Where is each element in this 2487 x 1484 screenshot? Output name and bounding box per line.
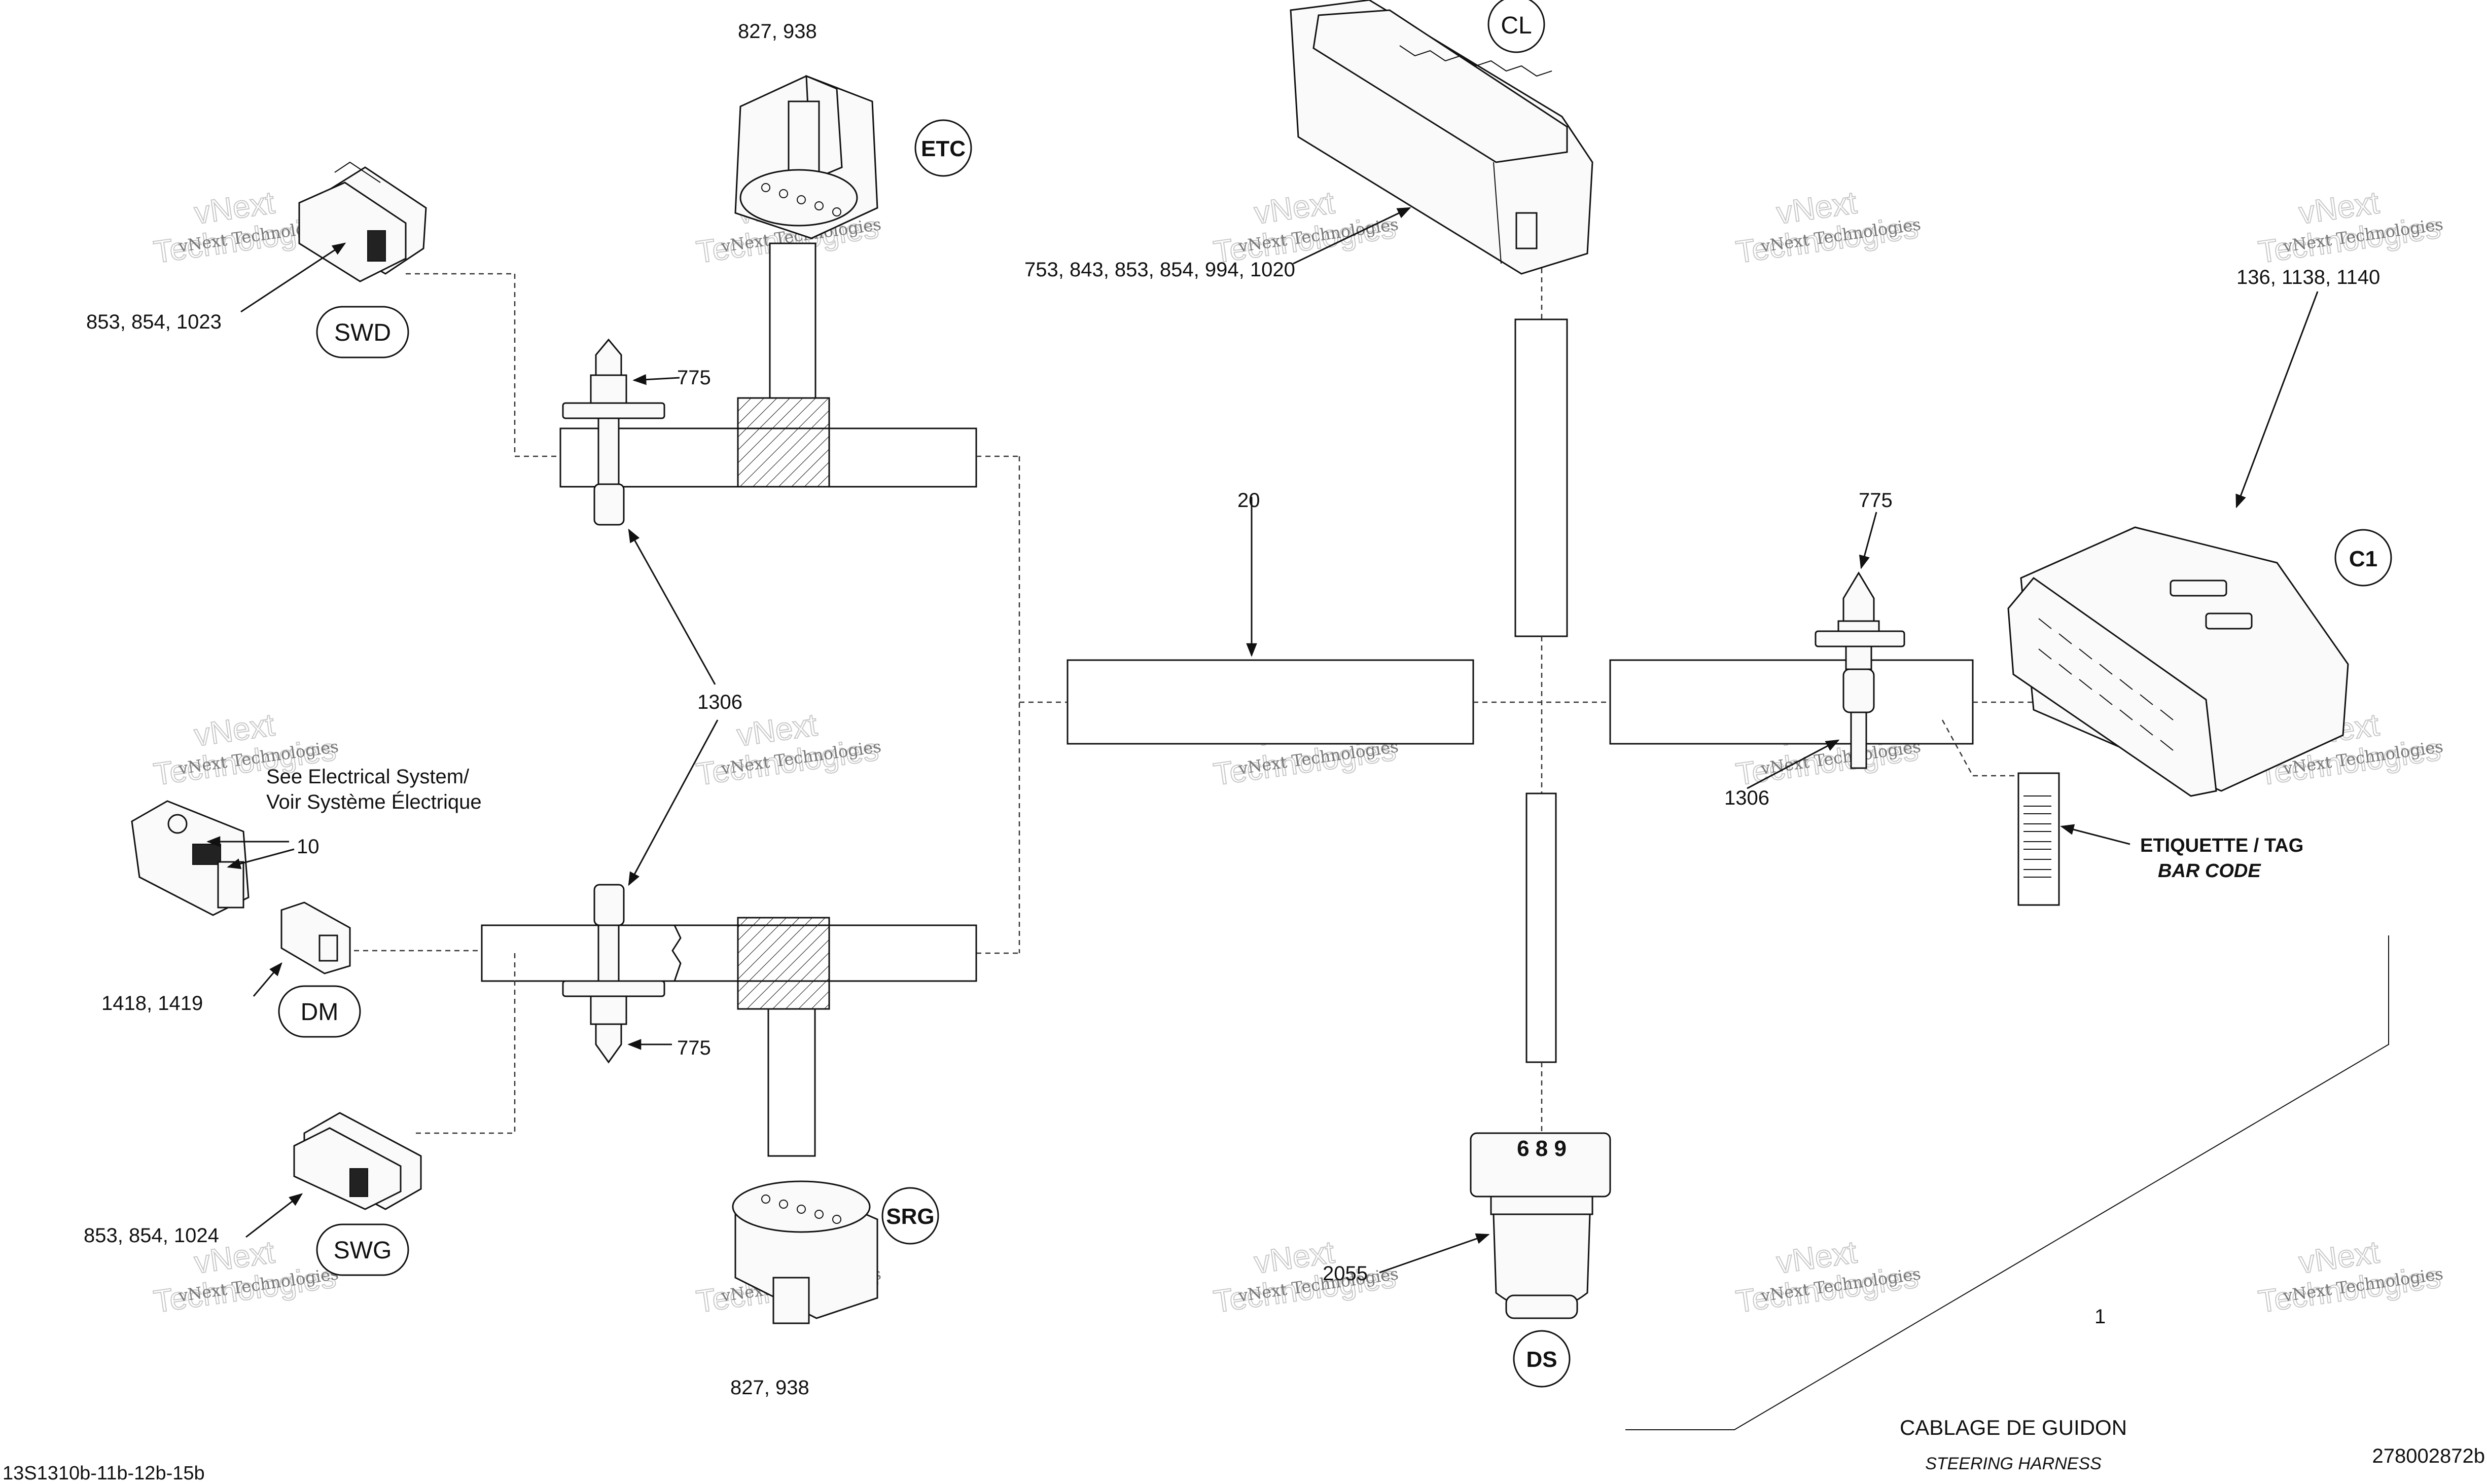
- center-harness: [1019, 241, 2059, 1133]
- watermark: vNext Technologies vNext Technologies: [2256, 1234, 2444, 1320]
- etc-connector-drawing: [734, 75, 878, 239]
- svg-text:C1: C1: [2349, 547, 2377, 571]
- watermark: vNext Technologies vNext Technologies: [1733, 185, 1922, 270]
- badge-ds: DS: [1513, 1330, 1571, 1388]
- sensor-drawing: [131, 800, 250, 916]
- watermark: vNext Technologies vNext Technologies: [1211, 185, 1400, 270]
- callout-clip-right: 775: [1859, 489, 1893, 512]
- callout-sensor-part: 10: [297, 836, 319, 858]
- swd-connector-drawing: [298, 161, 427, 282]
- title-block: CABLAGE DE GUIDON STEERING HARNESS: [1900, 1416, 2127, 1473]
- footer-left-code: 13S1310b-11b-12b-15b: [3, 1463, 205, 1484]
- svg-text:ETC: ETC: [921, 136, 966, 161]
- harness-center-segment: [1067, 659, 1474, 745]
- badge-swd: SWD: [316, 306, 409, 358]
- swg-connector-drawing: [293, 1112, 422, 1210]
- harness-vertical-upper: [1514, 318, 1568, 637]
- callout-cl-parts: 753, 843, 853, 854, 994, 1020: [1024, 259, 1295, 281]
- callout-dm-parts: 1418, 1419: [101, 992, 203, 1015]
- lower-left-tube: [481, 924, 977, 982]
- callout-ds-parts: 2055: [1323, 1262, 1368, 1285]
- callout-clip-upper: 775: [677, 367, 711, 389]
- clip-right: [1815, 571, 1905, 769]
- badge-c1: C1: [2334, 529, 2392, 587]
- srg-connector-drawing: [732, 1180, 878, 1324]
- callout-clip-lower: 775: [677, 1037, 711, 1059]
- svg-text:SRG: SRG: [886, 1204, 934, 1229]
- callout-harness-center: 20: [1237, 489, 1260, 512]
- svg-text:SWG: SWG: [334, 1237, 392, 1264]
- cl-connector-drawing: [1290, 0, 1593, 275]
- callout-barcode: BAR CODE: [2158, 860, 2261, 882]
- c1-connector-drawing: [2007, 526, 2349, 797]
- callout-tie-left: 1306: [697, 691, 742, 713]
- barcode-tag: [1941, 719, 2060, 906]
- badge-etc: ETC: [914, 119, 972, 177]
- svg-text:DS: DS: [1526, 1347, 1557, 1372]
- callout-swd-parts: 853, 854, 1023: [86, 311, 222, 333]
- harness-vertical-lower: [1525, 792, 1557, 1063]
- upper-junction-block: [737, 397, 830, 488]
- callout-labels: 827, 938 853, 854, 1023 775 753, 843, 85…: [84, 20, 2380, 1399]
- callout-voir-electrique: Voir Système Électrique: [266, 790, 482, 813]
- badge-dm: DM: [278, 985, 361, 1038]
- svg-text:DM: DM: [301, 999, 339, 1026]
- watermark-group: vNext Technologies vNext Technologies vN…: [151, 185, 2444, 1320]
- title-english: STEERING HARNESS: [1925, 1454, 2102, 1473]
- callout-harness-item: 1: [2094, 1306, 2106, 1328]
- tag-label: [2017, 772, 2060, 906]
- callout-tag: ETIQUETTE / TAG: [2140, 835, 2303, 856]
- watermark: vNext Technologies vNext Technologies: [2256, 185, 2444, 270]
- badge-swg: SWG: [316, 1223, 409, 1276]
- callout-tie-right: 1306: [1724, 787, 1769, 809]
- clip-lower-left: [562, 884, 665, 1064]
- callout-ds-pins: 6 8 9: [1517, 1136, 1567, 1161]
- left-harness: [345, 242, 1020, 1157]
- callout-see-electrical: See Electrical System/: [266, 766, 470, 788]
- lower-junction-block: [737, 917, 830, 1010]
- watermark: vNext Technologies vNext Technologies: [1733, 1234, 1922, 1320]
- leader-lines: [206, 207, 2389, 1430]
- svg-text:CL: CL: [1501, 12, 1532, 39]
- harness-right-segment: [1609, 659, 1974, 745]
- callout-swg-parts: 853, 854, 1024: [84, 1224, 219, 1247]
- clip-upper-left: [562, 338, 665, 526]
- watermark: vNext Technologies vNext Technologies: [1211, 1234, 1400, 1320]
- callout-etc-parts: 827, 938: [738, 20, 817, 43]
- title-french: CABLAGE DE GUIDON: [1900, 1416, 2127, 1439]
- callout-c1-parts: 136, 1138, 1140: [2236, 266, 2380, 288]
- footer-right-code: 278002872b: [2372, 1445, 2485, 1467]
- ds-connector-drawing: [1470, 1132, 1611, 1319]
- badge-cl: CL: [1487, 0, 1545, 53]
- callout-srg-parts: 827, 938: [730, 1377, 809, 1399]
- badge-srg: SRG: [881, 1187, 939, 1245]
- dm-connector-drawing: [280, 901, 351, 974]
- svg-text:SWD: SWD: [334, 319, 391, 346]
